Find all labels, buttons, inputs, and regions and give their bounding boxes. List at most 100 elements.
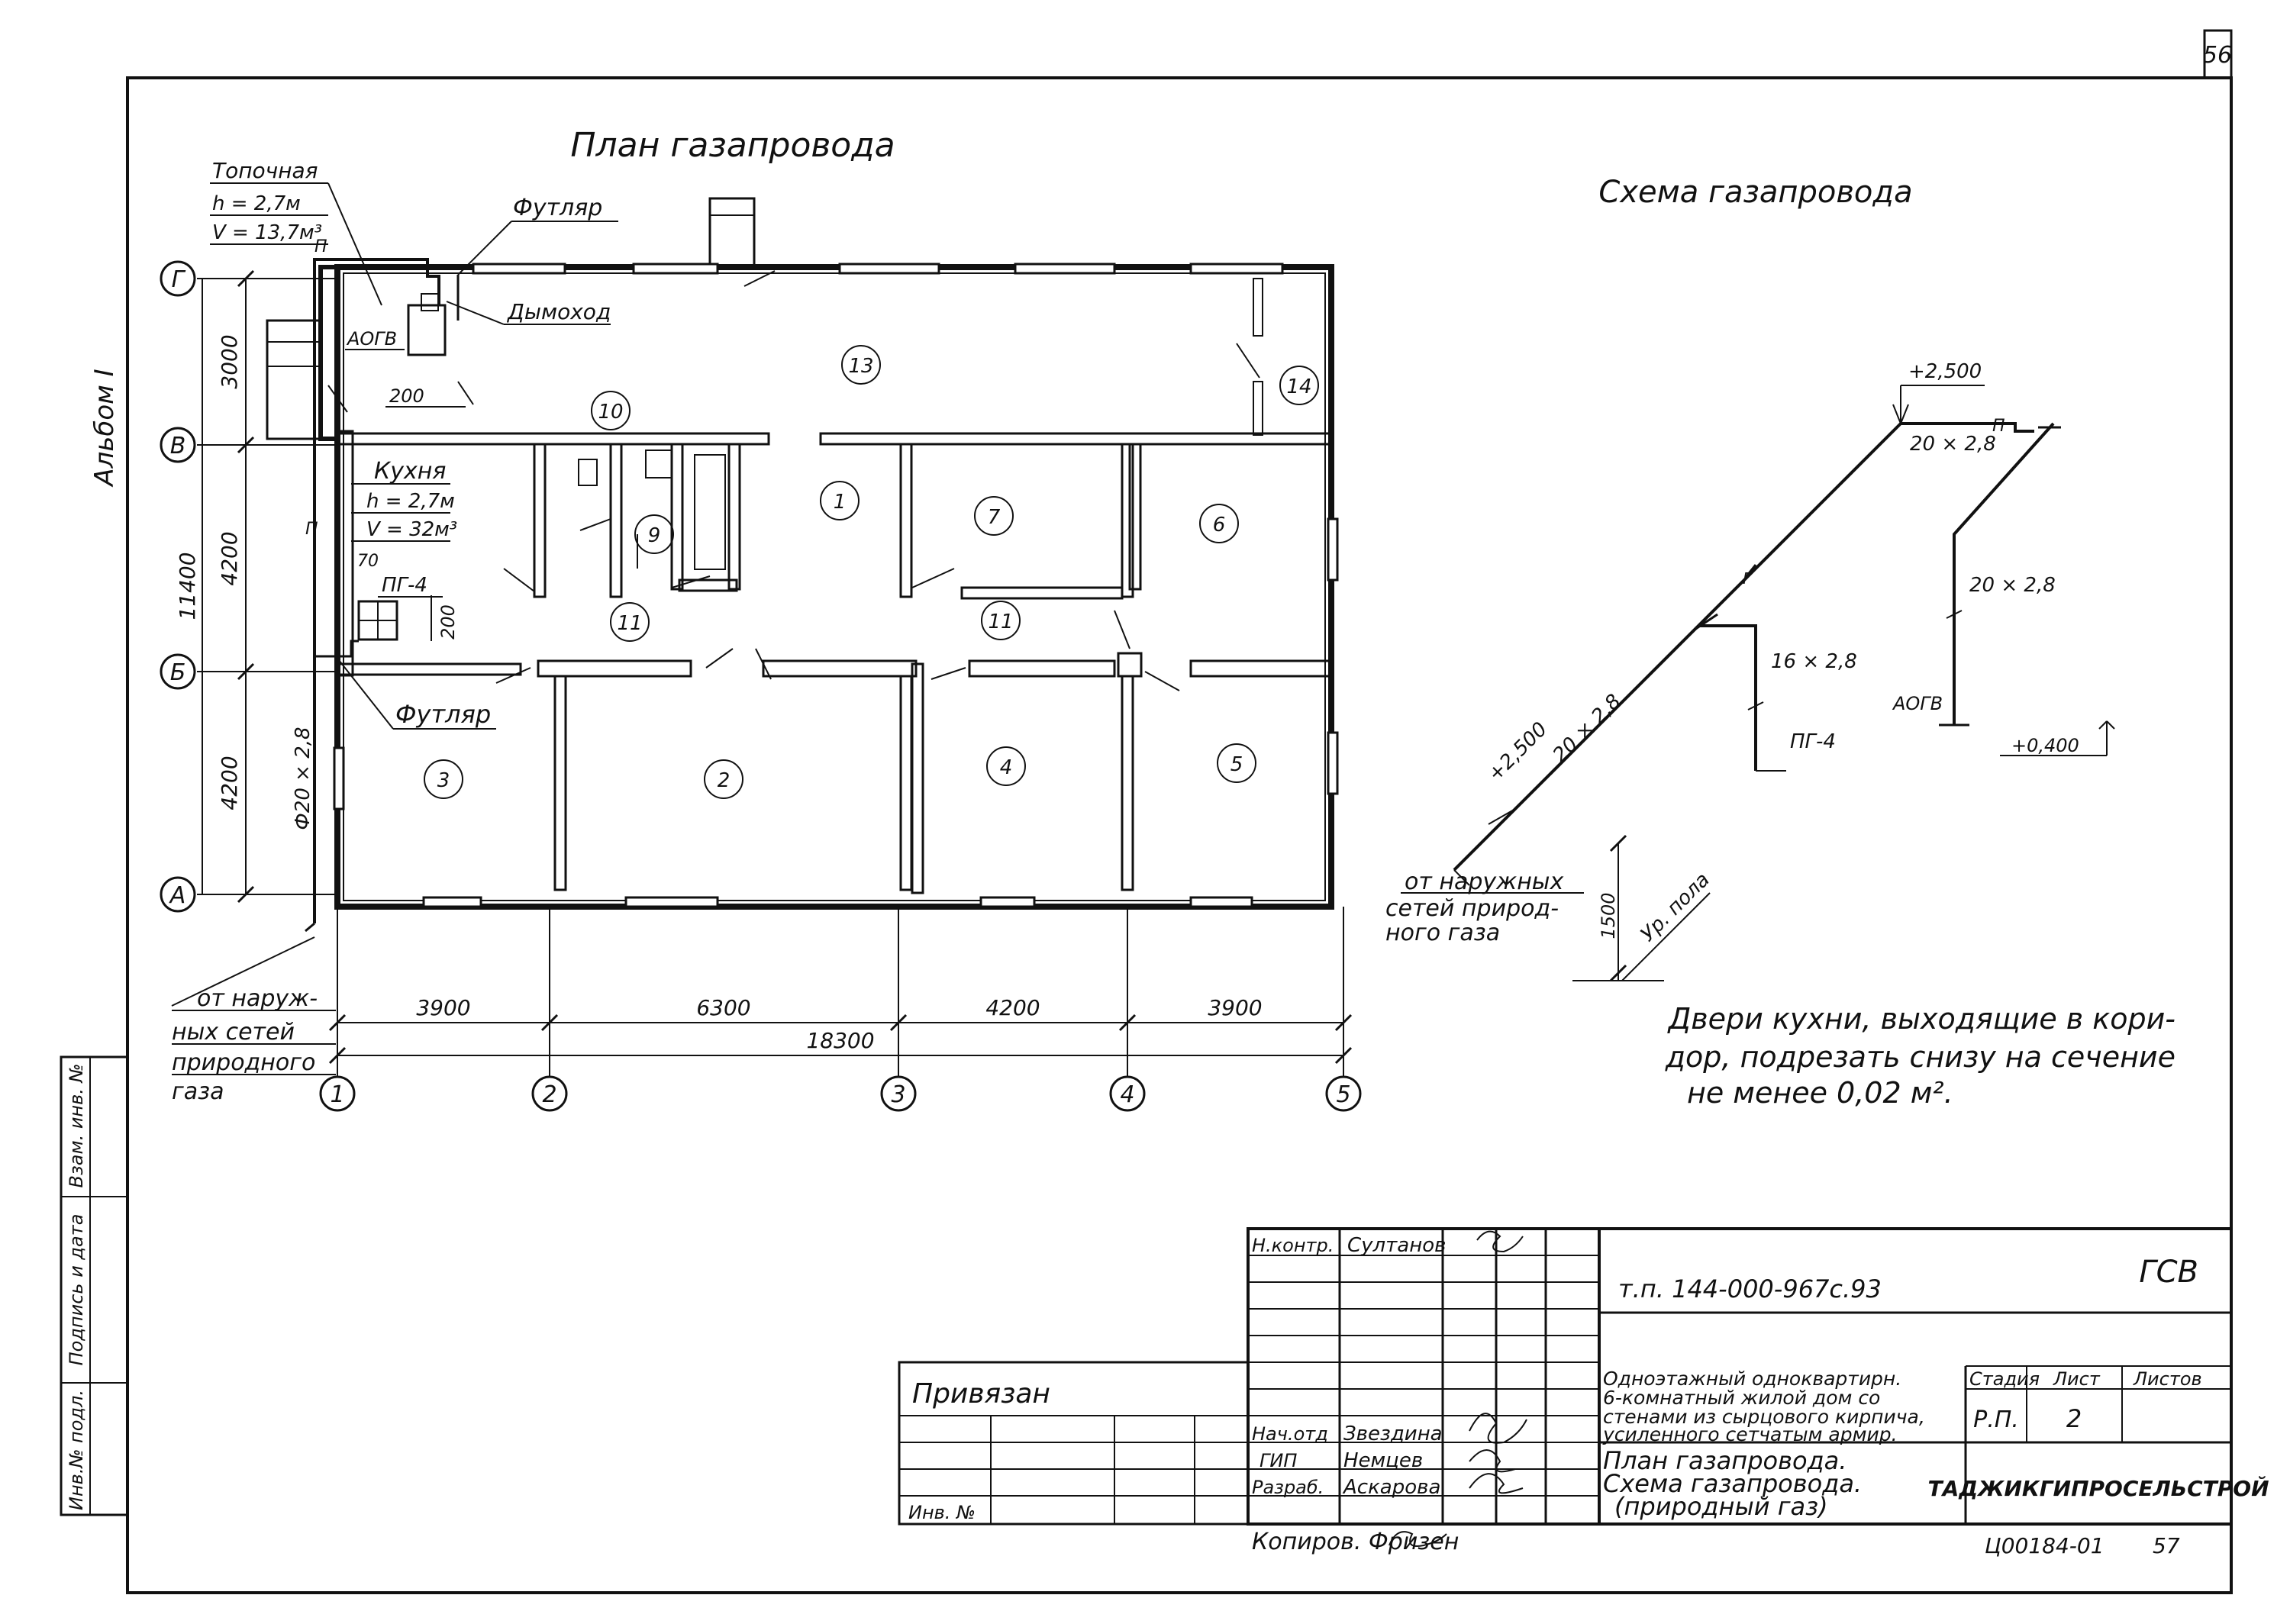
plan-inlet-line-2: ных сетей [172,1019,295,1046]
description-line-2: 6-комнатный жилой дом со [1603,1387,1880,1409]
name-2: Немцев [1343,1449,1423,1472]
scheme-inlet-line-2: сетей природ- [1385,895,1559,922]
futlyar-bottom-label: Футляр [395,700,491,729]
role-2: ГИП [1260,1450,1297,1471]
dim-vertical-1: 3000 [217,334,242,388]
scheme-inlet-line-3: ного газа [1385,920,1500,946]
album-label: Альбом I [89,369,120,487]
scheme-p-mark: П [1992,417,2005,436]
dim-vertical-2: 4200 [217,531,242,585]
horizontal-dimensions: 3900 6300 4200 3900 18300 [328,995,1353,1065]
left-strip-inv: Инв.№ подл. [66,1390,87,1510]
dim-70: 70 [357,552,379,571]
stage-label: Стадия [1969,1368,2040,1390]
scheme-dim-1500: 1500 [1598,892,1619,939]
room-10: 10 [598,401,623,424]
kitchen-name: Кухня [374,458,446,485]
room-4: 4 [1000,756,1013,779]
dim-horizontal-2: 6300 [696,995,750,1020]
sheet-number-box [2203,29,2233,79]
n-kontr-label: Н.контр. [1252,1235,1334,1256]
description-line-3: стенами из сырцового кирпича, [1603,1406,1925,1428]
room-7: 7 [988,506,1001,529]
floor-plan [266,197,1339,933]
scheme-g-mark: Г [1743,569,1753,588]
room-numbers: 13 14 10 1 7 6 9 11 11 3 2 4 5 [424,345,1319,799]
axis-number-4: 4 [1120,1081,1134,1108]
scheme-aogv: АОГВ [1892,693,1943,714]
name-3: Аскарова [1342,1476,1440,1499]
axis-number-1: 1 [330,1081,344,1108]
room-9: 9 [648,524,661,547]
inv-no-label: Инв. № [908,1502,976,1523]
axis-number-5: 5 [1336,1081,1350,1108]
dim-horizontal-3: 4200 [985,995,1040,1020]
room-3: 3 [437,769,450,792]
axis-letter-V: В [170,433,186,459]
dim-200-kitchen: 200 [437,604,459,640]
axis-markers: Г В Б А 1 2 3 4 5 [160,260,1362,1112]
drawing-name-3: (природный газ) [1614,1492,1828,1521]
plan-inlet-line-4: газа [172,1078,224,1105]
scheme-pipe-diag: 20 × 2,8 [1549,690,1626,767]
p-mark-side: П [305,520,318,539]
sheets-label: Листов [2133,1368,2202,1390]
organization: ТАДЖИКГИПРОСЕЛЬСТРОЙ [1927,1475,2269,1501]
dim-vertical-3: 4200 [217,756,242,810]
scheme-pg4: ПГ-4 [1790,730,1836,753]
copier-label: Копиров. Фризен [1252,1529,1459,1555]
role-3: Разраб. [1252,1477,1324,1498]
sheet-number: 56 [2203,42,2232,69]
name-1: Звездина [1343,1423,1443,1445]
drawing-name-2: Схема газапровода. [1603,1469,1862,1498]
sheet-label: Лист [2053,1368,2101,1390]
topochnaya-h: h = 2,7м [212,192,301,215]
dim-total-vertical: 11400 [175,552,200,620]
title-block: Н.контр. Султанов т.п. 144-000-967с.93 Г… [898,1227,2269,1558]
kitchen-door-note: Двери кухни, выходящие в кори- дор, подр… [1665,1002,2176,1110]
scheme-pipe-right: 20 × 2,8 [1969,574,2056,597]
futlyar-top-label: Футляр [513,195,602,221]
topochnaya-name: Топочная [212,158,318,183]
room-14: 14 [1286,375,1311,398]
scheme-mark-2500-left: +2,500 [1484,718,1552,786]
topochnaya-v: V = 13,7м³ [212,221,322,244]
dim-horizontal-1: 3900 [416,995,470,1020]
scheme-title: Схема газапровода [1598,175,1912,210]
scheme-pipe-pg: 16 × 2,8 [1771,650,1857,673]
left-strip-sign: Подпись и дата [66,1214,87,1366]
kitchen-h: h = 2,7м [366,490,455,513]
dim-200-topochnaya: 200 [389,385,424,407]
aogv-plan-label: АОГВ [346,328,397,350]
dim-horizontal-4: 3900 [1208,995,1262,1020]
axis-number-3: 3 [891,1081,905,1108]
dymokhod-label: Дымоход [506,299,611,324]
room-2: 2 [718,769,731,792]
scheme-floor-level: Ур. пола [1637,868,1714,946]
plan-title: План газапровода [570,126,895,165]
doc-code-right: ГСВ [2139,1255,2198,1290]
vertical-dimensions: 11400 3000 4200 4200 [175,269,255,904]
description-line-4: усиленного сетчатым армир. [1602,1423,1898,1445]
sheet-value: 2 [2066,1404,2082,1433]
sheet-frame [126,76,2233,1594]
scheme-mark-0400: +0,400 [2011,735,2079,756]
pg4-plan-label: ПГ-4 [382,574,427,597]
axis-letter-G: Г [172,266,186,293]
drawing-name-1: План газапровода. [1603,1446,1847,1475]
room-6: 6 [1213,514,1226,536]
note-line-1: Двери кухни, выходящие в кори- [1667,1002,2176,1036]
plan-inlet-line-3: природного [172,1049,315,1076]
note-line-3: не менее 0,02 м². [1687,1076,1953,1110]
p-mark-top: П [314,237,327,256]
note-line-2: дор, подрезать снизу на сечение [1665,1040,2176,1074]
stage-value: Р.П. [1973,1406,2019,1433]
doc-code: т.п. 144-000-967с.93 [1618,1274,1882,1303]
plan-labels: Топочная h = 2,7м V = 13,7м³ Футляр Дымо… [171,158,618,1105]
bottom-code: Ц00184-01 [1985,1533,2105,1558]
left-strip-vzam: Взам. инв. № [66,1064,87,1188]
axis-letter-A: А [169,882,186,909]
kitchen-v: V = 32м³ [366,518,457,541]
scheme-inlet-line-1: от наружных [1405,868,1563,895]
